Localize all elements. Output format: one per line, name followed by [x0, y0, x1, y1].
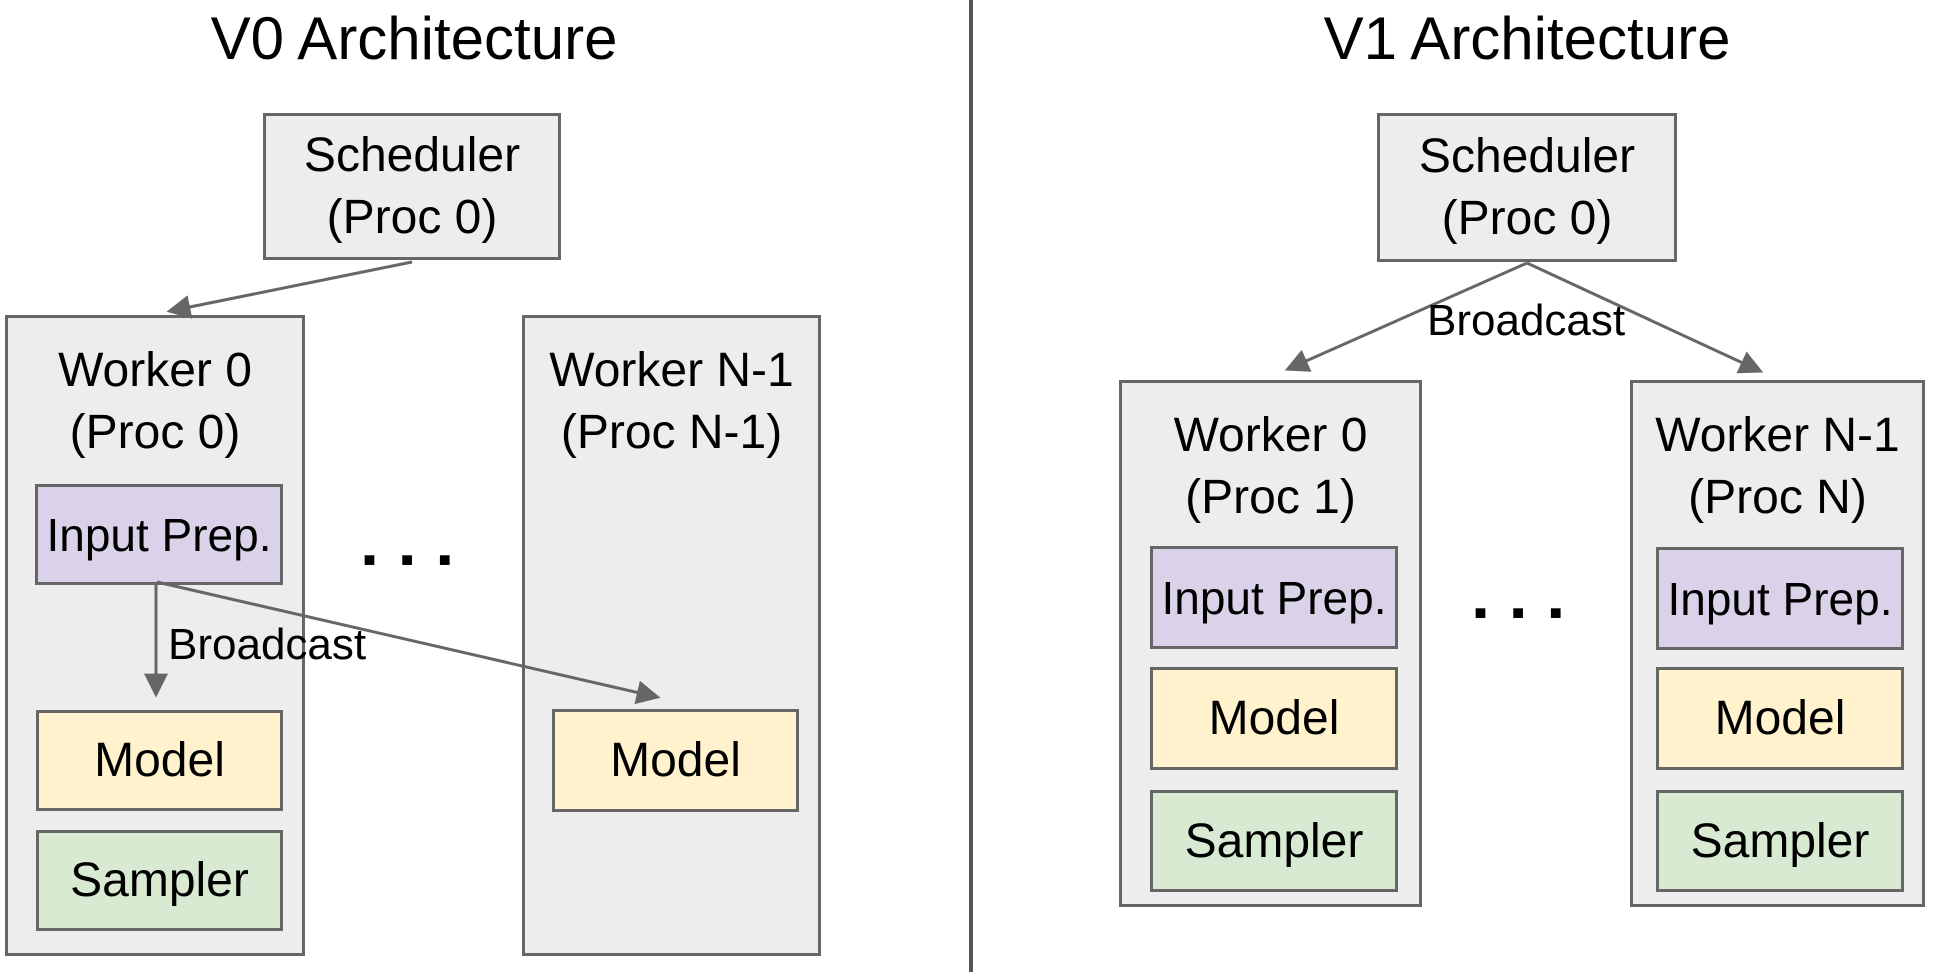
v0-scheduler-name: Scheduler	[303, 128, 521, 182]
v1-scheduler-proc: (Proc 0)	[1441, 191, 1613, 245]
v0-worker-0-model-box: Model	[36, 710, 283, 811]
v0-worker-0-name: Worker 0	[58, 344, 252, 397]
v1-worker-0-proc: (Proc 1)	[1185, 471, 1356, 524]
v1-broadcast-label: Broadcast	[1427, 296, 1626, 345]
v0-worker-0-proc: (Proc 0)	[69, 406, 241, 459]
v1-worker-0-name: Worker 0	[1173, 409, 1368, 462]
v0-worker-0-sampler-box: Sampler	[36, 830, 283, 931]
v0-broadcast-label: Broadcast	[168, 620, 367, 669]
v1-worker-0-box: Worker 0 (Proc 1) Input Prep. Model Samp…	[1119, 380, 1422, 907]
v0-worker-n-proc: (Proc N-1)	[560, 406, 783, 459]
v1-worker-n-name: Worker N-1	[1655, 409, 1900, 462]
v0-worker-n-model-box: Model	[552, 709, 799, 812]
v0-scheduler-box: Scheduler (Proc 0)	[263, 113, 561, 260]
v0-panel-title: V0 Architecture	[210, 5, 618, 72]
v1-worker-n-input-prep-box: Input Prep.	[1656, 547, 1904, 650]
v0-ellipsis-dots: ■ ■ ■	[363, 548, 461, 571]
v1-ellipsis-dots: ■ ■ ■	[1474, 601, 1572, 624]
v1-panel-title: V1 Architecture	[1323, 5, 1731, 72]
v1-worker-n-box: Worker N-1 (Proc N) Input Prep. Model Sa…	[1630, 380, 1925, 907]
v1-worker-0-sampler-box: Sampler	[1150, 790, 1398, 892]
v0-worker-n-box: Worker N-1 (Proc N-1) Model	[522, 315, 821, 956]
v1-worker-n-model-box: Model	[1656, 667, 1904, 770]
panel-divider	[969, 0, 973, 972]
v1-worker-0-model-box: Model	[1150, 667, 1398, 770]
v0-scheduler-proc: (Proc 0)	[326, 190, 498, 244]
v1-scheduler-box: Scheduler (Proc 0)	[1377, 113, 1677, 262]
v1-worker-0-input-prep-box: Input Prep.	[1150, 546, 1398, 649]
v1-worker-n-proc: (Proc N)	[1688, 471, 1867, 524]
v0-worker-n-name: Worker N-1	[549, 344, 794, 397]
v1-worker-n-sampler-box: Sampler	[1656, 790, 1904, 892]
v1-scheduler-name: Scheduler	[1418, 129, 1636, 183]
v0-worker-0-input-prep-box: Input Prep.	[35, 484, 283, 585]
v0-arrow-scheduler-to-worker0	[166, 260, 413, 319]
